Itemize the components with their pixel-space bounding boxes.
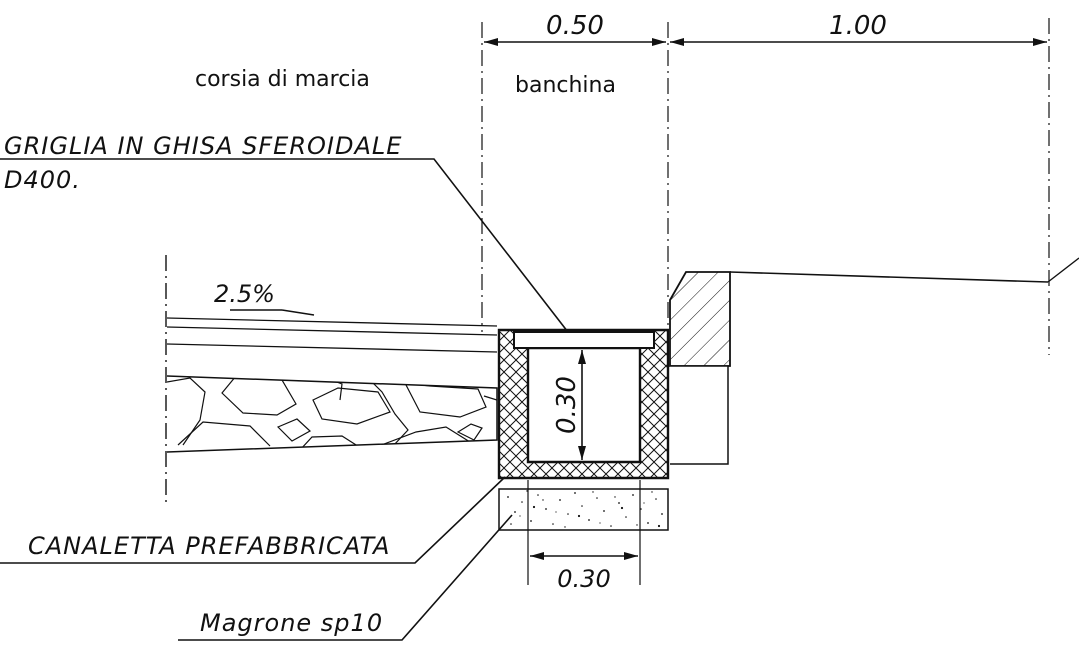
lane-label: corsia di marcia	[195, 67, 370, 92]
grate-label-line2: D400.	[4, 166, 81, 194]
reference-lines	[481, 18, 1050, 355]
dim-right-width: 1.00	[829, 11, 887, 41]
slope-arrow-head	[281, 309, 315, 316]
embankment-slope-line	[1047, 257, 1079, 283]
pavement-layers	[166, 317, 498, 353]
slope-label: 2.5%	[214, 280, 275, 308]
channel-inner-walls	[527, 348, 641, 463]
shoulder-label: banchina	[515, 73, 616, 98]
embankment-top-line	[729, 271, 1049, 283]
dim-shoulder-width: 0.50	[546, 11, 604, 41]
lean-concrete-label: Magrone sp10	[200, 609, 383, 637]
curb	[669, 271, 731, 465]
channel-leader-line	[0, 476, 506, 564]
grate-label-line1: GRIGLIA IN GHISA SFEROIDALE	[4, 132, 402, 160]
lean-concrete-base	[498, 488, 669, 531]
aggregate-base-layer	[166, 375, 498, 453]
channel-label: CANALETTA PREFABBRICATA	[28, 532, 390, 560]
dim-base-width: 0.30	[557, 565, 610, 593]
cast-iron-grate	[513, 331, 655, 349]
grate-leader-line	[0, 158, 579, 346]
base-dim-extensions	[527, 480, 641, 585]
dim-channel-depth: 0.30	[552, 376, 582, 434]
precast-channel-body	[497, 328, 670, 480]
lean-concrete-leader-line	[178, 514, 513, 641]
